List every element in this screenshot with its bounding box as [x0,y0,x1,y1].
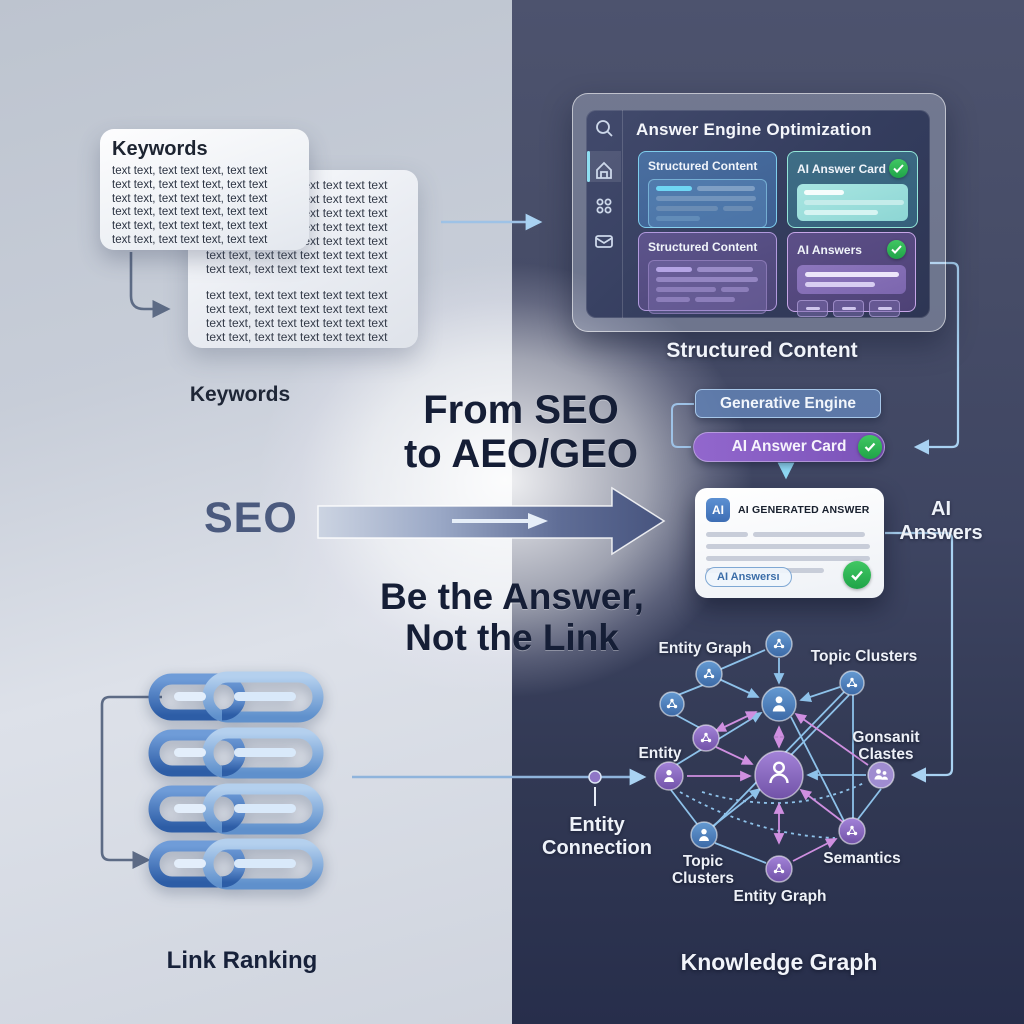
search-icon[interactable] [596,120,610,134]
text-line: text text, text text text text text text [206,330,388,344]
graph-label-topic-clusters-bottom: Topic Clusters [671,853,735,887]
text-line: text text, text text text, text text [112,192,268,205]
structured-content-card-purple[interactable]: Structured Content [638,232,777,314]
ai-answers-label: AI Answers [899,498,983,544]
home-icon[interactable] [596,161,612,179]
graph-label-entity: Entity [638,745,682,762]
text-line: text text, text text text, text text [112,220,268,233]
apps-grid-icon[interactable] [596,198,604,206]
structured-content-label: Structured Content [666,339,858,362]
browser-sidebar [586,110,623,318]
sidebar-active-slot [588,151,621,182]
keywords-label: Keywords [189,383,291,406]
card-title: AI Answer Card [797,161,886,176]
knowledge-graph-label: Knowledge Graph [680,949,878,975]
check-icon [889,159,908,178]
ai-generated-answer-card: AI AI GENERATED ANSWER AI Answersı [695,488,884,598]
main-title: From SEO to AEO/GEO [404,388,638,476]
generative-engine-button[interactable]: Generative Engine [695,389,881,418]
ai-answer-card-button-label: AI Answer Card [731,438,847,455]
card-title: Structured Content [648,240,758,254]
structured-content-card-blue[interactable]: Structured Content [638,151,777,228]
browser-title: Answer Engine Optimization [636,120,872,139]
keywords-card: Keywords text text, text text text, text… [100,129,309,250]
keywords-card-title: Keywords [112,138,208,160]
text-line: text text, text text text text text text [206,248,388,262]
entity-connection-label: Entity Connection [542,814,652,859]
graph-label-topic-clusters-top: Topic Clusters [810,648,918,665]
text-line: text text, text text text text text text [206,302,388,316]
subtitle: Be the Answer, Not the Link [380,576,644,658]
link-ranking-label: Link Ranking [166,947,318,974]
text-line: text text, text text text text text text [206,288,388,302]
ai-answer-card-button[interactable]: AI Answer Card [693,432,885,462]
main-title-line1: From SEO [423,388,619,432]
ai-answers-pill[interactable]: AI Answersı [705,567,792,587]
ai-answer-card-preview[interactable]: AI Answer Card [787,151,918,228]
text-line: text text, text text text, text text [112,206,268,219]
graph-label-semantics: Semantics [823,850,901,867]
sidebar-icons [595,120,613,248]
mini-button[interactable] [797,300,828,317]
ai-answers-card-preview[interactable]: AI Answers [787,232,916,317]
text-line: text text, text text text text text text [206,316,388,330]
card-title: Structured Content [648,159,758,173]
subtitle-line1: Be the Answer, [380,576,644,617]
graph-label-entity-graph-bottom: Entity Graph [733,888,827,905]
graph-label-entity-graph-top: Entity Graph [658,640,752,657]
graph-label-gonsanit: Gonsanit Clastes [852,729,920,763]
text-line: text text, text text text, text text [112,178,268,191]
check-icon [887,240,906,259]
check-icon [858,435,882,459]
check-icon [843,561,871,589]
mini-button[interactable] [833,300,864,317]
ai-card-title: AI GENERATED ANSWER [738,504,870,516]
subtitle-line2: Not the Link [405,617,619,658]
card-title: AI Answers [797,242,862,257]
text-line: text text, text text text text text text [206,262,388,276]
text-line: text text, text text text, text text [112,165,268,177]
main-title-line2: to AEO/GEO [403,432,639,476]
seo-label: SEO [204,494,298,542]
text-line: text text, text text text, text text [112,233,268,246]
mini-button[interactable] [869,300,900,317]
ai-badge: AI [706,498,730,522]
sidebar-accent-bar [587,151,590,182]
mail-icon[interactable] [595,235,613,248]
